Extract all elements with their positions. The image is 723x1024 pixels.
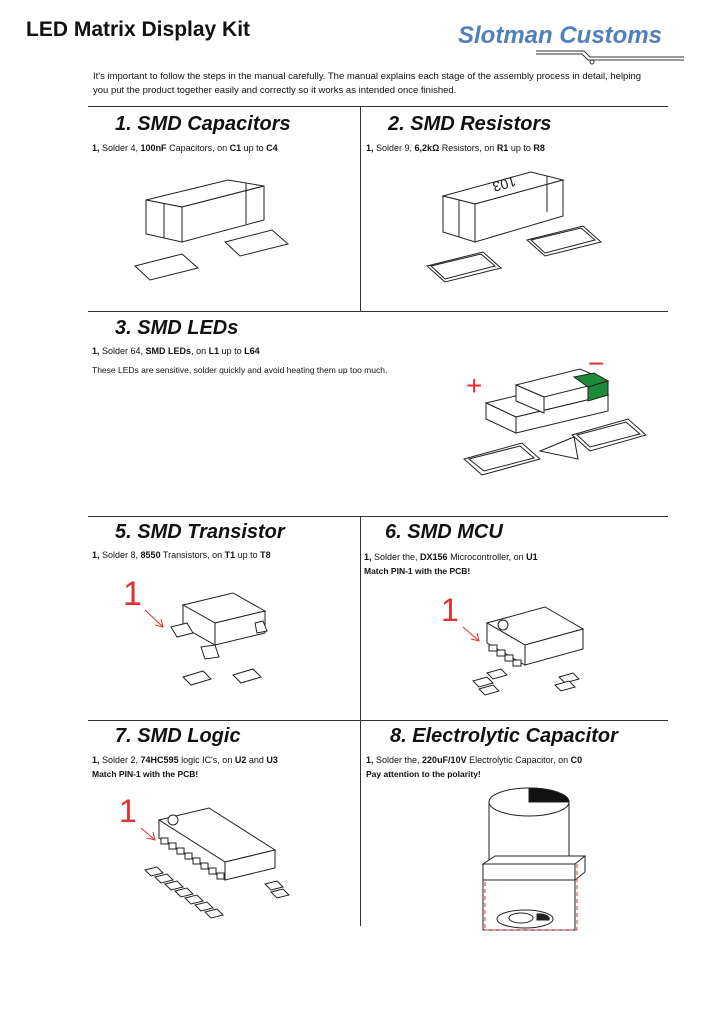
polarity-minus-label: − bbox=[588, 348, 604, 379]
logic-pin1-note: Match PIN-1 with the PCB! bbox=[92, 769, 199, 779]
led-heat-warning: These LEDs are sensitive, solder quickly… bbox=[92, 365, 388, 375]
pin1-arrow-icon bbox=[144, 609, 164, 628]
logic-ic-illustration: 1 bbox=[119, 793, 290, 919]
divider bbox=[88, 311, 668, 312]
instruction-leds: 1, Solder 64, SMD LEDs, on L1 up to L64 bbox=[92, 346, 260, 356]
divider bbox=[88, 106, 668, 107]
pin1-marker-label: 1 bbox=[441, 592, 459, 628]
instruction-resistors: 1, Solder 9, 6,2kΩ Resistors, on R1 up t… bbox=[366, 143, 545, 153]
instruction-transistor: 1, Solder 8, 8550 Transistors, on T1 up … bbox=[92, 550, 271, 560]
brand-logo: Slotman Customs bbox=[458, 22, 663, 49]
pin1-arrow-icon bbox=[140, 827, 156, 841]
capacitor-illustration bbox=[133, 179, 290, 281]
pin1-marker-label: 1 bbox=[123, 575, 142, 613]
pin1-marker-label: 1 bbox=[119, 793, 137, 829]
instruction-electrolytic: 1, Solder the, 220uF/10V Electrolytic Ca… bbox=[366, 755, 583, 765]
mcu-illustration: 1 bbox=[441, 592, 585, 696]
polarity-plus-label: + bbox=[466, 370, 482, 401]
polarity-stripe-icon bbox=[528, 787, 570, 803]
instruction-logic: 1, Solder 2, 74HC595 logic IC's, on U2 a… bbox=[92, 755, 278, 765]
section-title-resistors: 2. SMD Resistors bbox=[388, 113, 552, 135]
pin1-arrow-icon bbox=[462, 626, 480, 642]
section-title-logic: 7. SMD Logic bbox=[115, 725, 241, 747]
instruction-capacitors: 1, Solder 4, 100nF Capacitors, on C1 up … bbox=[92, 143, 278, 153]
brand-trace-graphic bbox=[536, 50, 684, 65]
resistor-code-label: 103 bbox=[491, 173, 518, 195]
divider bbox=[88, 720, 668, 721]
document-title: LED Matrix Display Kit bbox=[26, 18, 251, 41]
divider bbox=[360, 516, 361, 926]
intro-paragraph: It's important to follow the steps in th… bbox=[93, 71, 642, 96]
section-title-transistor: 5. SMD Transistor bbox=[115, 521, 285, 543]
polarity-note: Pay attention to the polarity! bbox=[366, 769, 481, 779]
led-illustration: + − bbox=[462, 348, 648, 476]
divider bbox=[88, 516, 668, 517]
instruction-mcu: 1, Solder the, DX156 Microcontroller, on… bbox=[364, 552, 538, 562]
mcu-pin1-note: Match PIN-1 with the PCB! bbox=[364, 566, 471, 576]
section-title-leds: 3. SMD LEDs bbox=[115, 317, 239, 339]
section-title-mcu: 6. SMD MCU bbox=[385, 521, 503, 543]
section-title-capacitors: 1. SMD Capacitors bbox=[115, 113, 291, 135]
resistor-illustration: 103 bbox=[425, 171, 603, 283]
section-title-electrolytic: 8. Electrolytic Capacitor bbox=[390, 725, 618, 747]
electrolytic-capacitor-illustration bbox=[481, 787, 587, 931]
transistor-illustration: 1 bbox=[123, 575, 268, 686]
divider bbox=[360, 106, 361, 311]
